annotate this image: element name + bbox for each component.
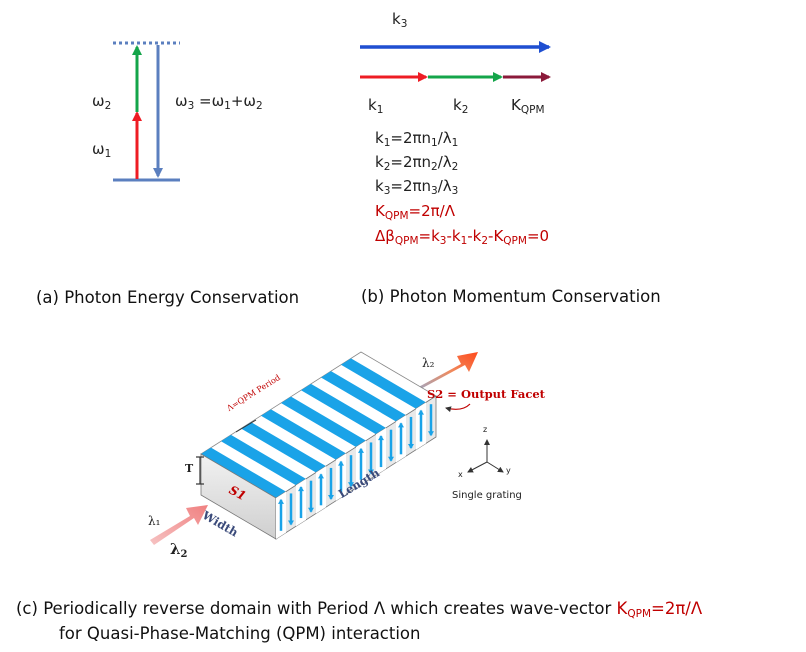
single-grating-label: Single grating — [452, 490, 522, 501]
domain-arrowhead — [368, 469, 374, 475]
period-marker — [235, 419, 257, 433]
domain-stripe — [301, 383, 386, 435]
domain-arrowhead — [358, 447, 364, 453]
panel-b-momentum-diagram — [360, 41, 551, 82]
phase-mismatch-equation: ΔβQPM=k3-k1-k2-KQPM=0 — [375, 227, 550, 247]
domain-arrowhead — [418, 409, 424, 415]
top-face-domain-stripes — [201, 358, 426, 498]
input-beam-arrow — [150, 505, 208, 545]
domain-stripe — [321, 371, 406, 422]
k1-label: k1 — [368, 96, 384, 116]
domain-arrowhead — [348, 482, 354, 488]
axis-z-label: z — [483, 425, 488, 434]
input-lambda2-label: λ2 — [170, 540, 188, 560]
k3-label: k3 — [392, 10, 408, 30]
domain-arrowhead — [308, 507, 314, 513]
axis-y-label: y — [506, 466, 511, 475]
domain-stripe — [241, 422, 326, 473]
side-face-domain-arrows — [276, 402, 434, 539]
domain-stripe — [221, 434, 306, 486]
coordinate-axes — [467, 439, 504, 473]
output-beam-arrow — [413, 352, 478, 391]
domain-arrowhead — [378, 435, 384, 441]
panel-a-caption: (a) Photon Energy Conservation — [36, 288, 300, 307]
omega2-label: ω2 — [92, 92, 112, 112]
domain-stripe — [281, 396, 366, 447]
domain-arrowhead — [298, 486, 304, 492]
domain-stripe — [261, 409, 346, 460]
panel-c-crystal-illustration — [150, 351, 504, 545]
domain-stripe — [341, 358, 426, 409]
domain-arrowhead — [278, 498, 284, 504]
domain-arrowhead — [388, 456, 394, 462]
k2-equation: k2=2πn2/λ2 — [375, 153, 459, 173]
s2-output-facet-label: S2 = Output Facet — [427, 387, 545, 401]
domain-arrowhead — [408, 443, 414, 449]
axis-x-label: x — [458, 470, 463, 479]
input-lambda1-label: λ₁ — [148, 514, 161, 528]
k2-label: k2 — [453, 96, 469, 116]
kqpm-label: KQPM — [511, 96, 545, 116]
thickness-label: T — [185, 462, 194, 475]
domain-arrowhead — [318, 473, 324, 479]
panel-a-energy-diagram — [113, 41, 180, 182]
domain-arrowhead — [428, 431, 434, 437]
domain-arrowhead — [288, 520, 294, 526]
s2-pointer — [445, 403, 471, 413]
domain-arrowhead — [398, 422, 404, 428]
omega3-equation: ω3 =ω1+ω2 — [175, 92, 263, 112]
k3-equation: k3=2πn3/λ3 — [375, 177, 459, 197]
k1-equation: k1=2πn1/λ1 — [375, 129, 459, 149]
domain-arrowhead — [338, 460, 344, 466]
kqpm-equation: KQPM=2π/Λ — [375, 202, 455, 222]
omega1-label: ω1 — [92, 140, 112, 160]
panel-b-caption: (b) Photon Momentum Conservation — [361, 287, 661, 306]
domain-stripe — [201, 447, 286, 498]
domain-arrowhead — [328, 494, 334, 500]
panel-c-caption-line2: for Quasi-Phase-Matching (QPM) interacti… — [59, 624, 421, 643]
output-lambda-label: λ₂ — [422, 356, 435, 370]
panel-c-caption-line1: (c) Periodically reverse domain with Per… — [16, 599, 703, 620]
